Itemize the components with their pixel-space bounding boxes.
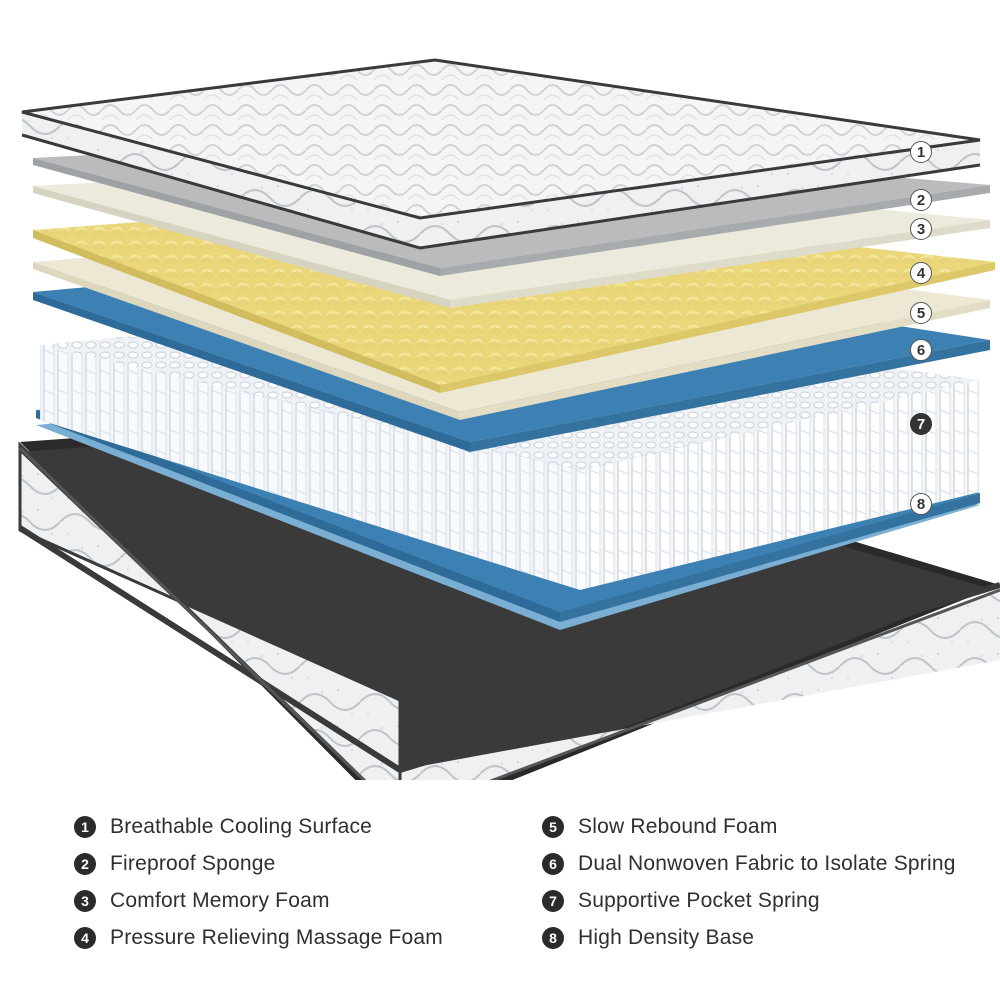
layer-marker-8: 8: [910, 493, 932, 515]
legend-column-right: 5 Slow Rebound Foam 6 Dual Nonwoven Fabr…: [542, 808, 956, 956]
legend-number-1: 1: [74, 815, 96, 838]
legend-label-2: Fireproof Sponge: [110, 851, 276, 875]
legend-label-6: Dual Nonwoven Fabric to Isolate Spring: [578, 851, 956, 875]
legend-number-5: 5: [542, 815, 564, 838]
layer-marker-1: 1: [910, 141, 932, 163]
legend-number-4: 4: [74, 926, 96, 949]
legend-item-3: 3 Comfort Memory Foam: [74, 882, 443, 919]
legend-item-4: 4 Pressure Relieving Massage Foam: [74, 919, 443, 956]
legend-label-5: Slow Rebound Foam: [578, 814, 778, 838]
mattress-layers-illustration: 1 2 3 4 5 6 7 8: [18, 58, 1000, 825]
layer-marker-2: 2: [910, 189, 932, 211]
legend-item-6: 6 Dual Nonwoven Fabric to Isolate Spring: [542, 845, 956, 882]
legend-item-8: 8 High Density Base: [542, 919, 956, 956]
legend-item-7: 7 Supportive Pocket Spring: [542, 882, 956, 919]
legend-label-3: Comfort Memory Foam: [110, 888, 330, 912]
legend-number-3: 3: [74, 889, 96, 912]
legend-label-4: Pressure Relieving Massage Foam: [110, 925, 444, 949]
legend-item-5: 5 Slow Rebound Foam: [542, 808, 956, 845]
mattress-exploded-view: [18, 58, 1000, 825]
legend-number-2: 2: [74, 852, 96, 875]
layer-marker-7: 7: [910, 413, 932, 435]
layer-marker-4: 4: [910, 262, 932, 284]
legend-number-8: 8: [542, 926, 564, 949]
layer-legend: 1 Breathable Cooling Surface 2 Fireproof…: [0, 800, 1000, 960]
breathable-cooling-surface-layer: [21, 58, 981, 250]
legend-item-2: 2 Fireproof Sponge: [74, 845, 443, 882]
legend-label-8: High Density Base: [578, 925, 755, 949]
legend-label-7: Supportive Pocket Spring: [578, 888, 820, 912]
legend-label-1: Breathable Cooling Surface: [110, 814, 373, 838]
layer-marker-6: 6: [910, 339, 932, 361]
legend-number-6: 6: [542, 852, 564, 875]
layer-marker-5: 5: [910, 302, 932, 324]
layer-marker-3: 3: [910, 218, 932, 240]
legend-item-1: 1 Breathable Cooling Surface: [74, 808, 443, 845]
legend-number-7: 7: [542, 889, 564, 912]
legend-column-left: 1 Breathable Cooling Surface 2 Fireproof…: [74, 808, 443, 956]
